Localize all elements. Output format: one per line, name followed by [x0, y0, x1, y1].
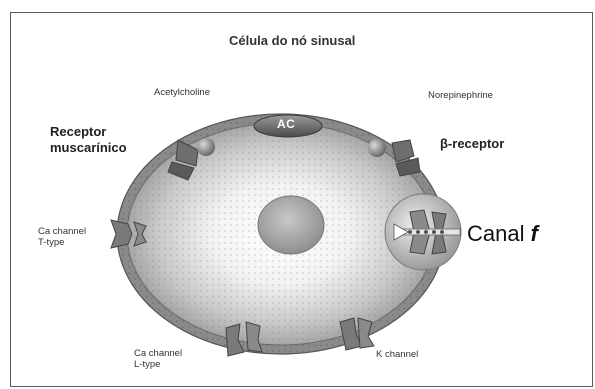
acetylcholine-label: Acetylcholine	[154, 87, 210, 98]
norepinephrine-label: Norepinephrine	[428, 90, 493, 101]
ca-l-line2: L-type	[134, 359, 182, 370]
beta-receptor-label: β-receptor	[440, 136, 504, 152]
receptor-muscarinico-line2: muscarínico	[50, 140, 127, 156]
ca-t-line1: Ca channel	[38, 226, 86, 237]
ca-channel-t-type	[111, 220, 146, 248]
ca-channel-t-type-label: Ca channel T-type	[38, 226, 86, 248]
canal-f-word: Canal	[467, 221, 524, 246]
nucleus	[258, 196, 324, 254]
norepinephrine-ligand	[368, 139, 386, 157]
f-channel-zoom	[385, 194, 461, 270]
ac-label: AC	[277, 117, 295, 131]
ca-l-line1: Ca channel	[134, 348, 182, 359]
ca-channel-l-type-label: Ca channel L-type	[134, 348, 182, 370]
diagram-title: Célula do nó sinusal	[229, 33, 355, 48]
receptor-muscarinico-line1: Receptor	[50, 124, 127, 140]
canal-f-letter: f	[531, 221, 538, 246]
acetylcholine-ligand	[197, 138, 215, 156]
canal-f-label: Canal f	[467, 221, 538, 247]
k-channel-label: K channel	[376, 349, 418, 360]
ca-t-line2: T-type	[38, 237, 86, 248]
receptor-muscarinico-label: Receptor muscarínico	[50, 124, 127, 156]
